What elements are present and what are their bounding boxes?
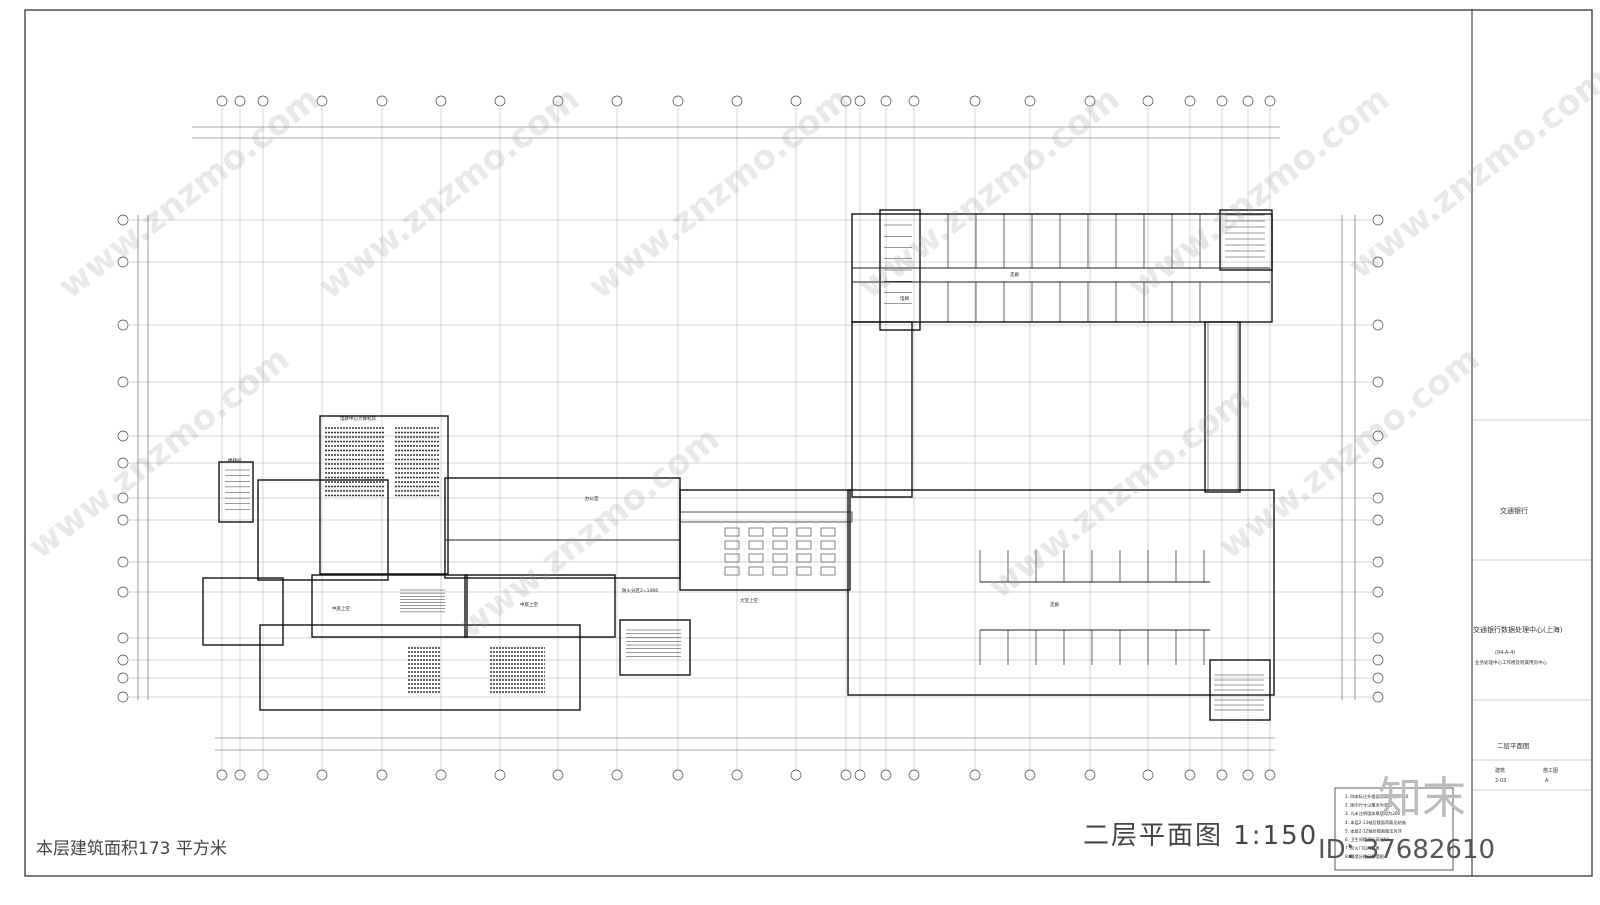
room-label: 防火分区2=1466 bbox=[622, 587, 658, 594]
tb-client: 交通银行 bbox=[1500, 506, 1528, 515]
room-label: 走廊 bbox=[1010, 271, 1019, 278]
note-line: 6. 卫生间楼面标高低50 bbox=[1345, 836, 1389, 843]
tb-discipline: 建筑 bbox=[1495, 767, 1505, 774]
tb-project: 交通银行数据处理中心(上海) bbox=[1473, 625, 1563, 634]
title-block: 交通银行 交通银行数据处理中心(上海) (04-A-4) 业务处理中心工作楼及附… bbox=[1471, 10, 1592, 876]
drawing-title: 二层平面图 1:150 bbox=[1083, 821, 1319, 851]
note-line: 4. 本层2-13轴至楼面荷载见结施 bbox=[1345, 819, 1407, 826]
watermark-text: www.znzmo.com bbox=[851, 79, 1127, 307]
room-label: 中庭上空 bbox=[332, 605, 350, 612]
watermark-text: www.znzmo.com bbox=[21, 339, 297, 567]
watermark-text: www.znzmo.com bbox=[451, 419, 727, 647]
brand-watermark: 知末 bbox=[1378, 773, 1466, 824]
watermark-text: www.znzmo.com bbox=[51, 79, 327, 307]
area-note: 本层建筑面积173 平方米 bbox=[36, 839, 227, 859]
room-label: 电梯 bbox=[900, 295, 909, 302]
tb-subproject-desc: 业务处理中心工作楼及附属用房中心 bbox=[1475, 659, 1547, 666]
note-line: 5. 本层2-12轴至楼面做法另详 bbox=[1345, 827, 1402, 834]
watermark-text: www.znzmo.com bbox=[981, 379, 1257, 607]
tb-revision: A bbox=[1545, 778, 1549, 784]
watermark-text: www.znzmo.com bbox=[581, 79, 857, 307]
room-labels: 电教中心计算机房楼梯间防火分区2=1466中庭上空中庭上空大堂上空办公室电梯走廊… bbox=[228, 271, 1059, 612]
sheet-border bbox=[24, 9, 1593, 877]
tb-sheet-name: 二层平面图 bbox=[1497, 742, 1530, 750]
note-line: 8. 幕墙分格见幕墙图 bbox=[1345, 853, 1384, 860]
note-line: 1. 除本标注外楼面标高均为5.000 bbox=[1345, 793, 1409, 800]
building-outline bbox=[202, 209, 1275, 721]
watermark-text: www.znzmo.com bbox=[1211, 339, 1487, 567]
room-label: 中庭上空 bbox=[520, 601, 538, 608]
note-line: 3. 凡未注明墙体厚度均为200 bbox=[1345, 810, 1401, 817]
drawing-id: ID: 37682610 bbox=[1318, 835, 1496, 865]
axis-grid bbox=[117, 95, 1384, 781]
watermark-text: www.znzmo.com bbox=[311, 79, 587, 307]
room-label: 楼梯间 bbox=[228, 457, 242, 464]
room-label: 办公室 bbox=[585, 495, 599, 502]
tb-subproject: (04-A-4) bbox=[1495, 650, 1515, 656]
note-line: 2. 图中尺寸以毫米为单位 bbox=[1345, 802, 1392, 809]
note-line: 7. 防火门见门窗表 bbox=[1345, 845, 1380, 852]
tb-stage: 施工图 bbox=[1543, 767, 1558, 774]
tb-sheet-no: 2-03 bbox=[1495, 778, 1506, 784]
room-label: 走廊 bbox=[1050, 601, 1059, 608]
room-label: 电教中心计算机房 bbox=[340, 415, 376, 422]
room-label: 大堂上空 bbox=[740, 597, 758, 604]
